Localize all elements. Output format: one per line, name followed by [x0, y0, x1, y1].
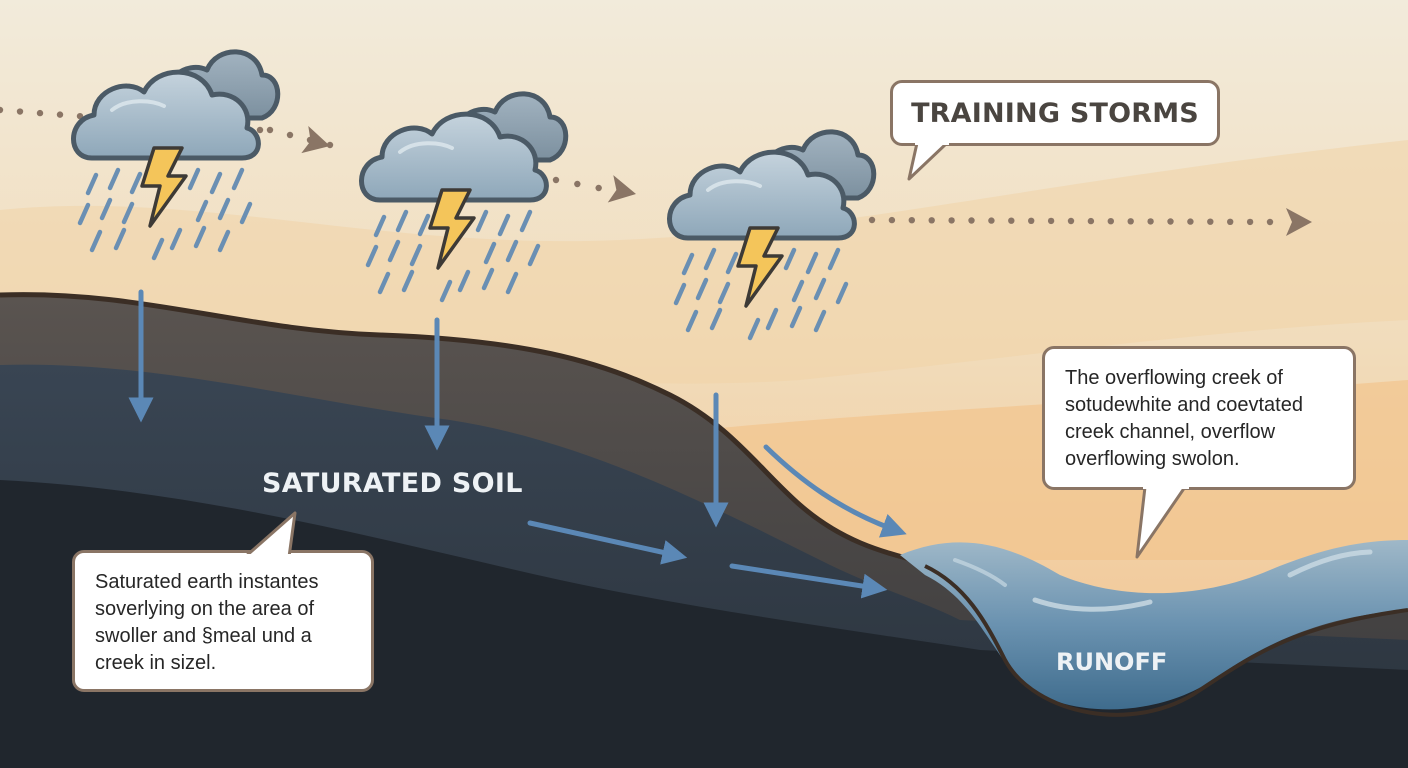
- motion-dot: [1107, 218, 1115, 225]
- motion-dot: [928, 217, 935, 224]
- callout-tail: [1135, 487, 1189, 559]
- runoff-arrow-icon: [763, 444, 907, 538]
- callout-tail: [243, 511, 297, 559]
- motion-dot: [36, 109, 44, 117]
- creek-callout: The overflowing creek of sotudewhite and…: [1042, 346, 1356, 559]
- motion-dot: [16, 108, 24, 115]
- rain-icon: [673, 247, 849, 341]
- motion-arrowhead-icon: [607, 175, 636, 203]
- motion-dot: [1227, 218, 1234, 225]
- storm-cloud-icon: [71, 49, 281, 261]
- motion-dot: [1207, 218, 1214, 225]
- storm-motion-path: [0, 106, 1312, 236]
- motion-dot: [595, 184, 602, 192]
- callout-tail: [907, 143, 949, 181]
- storm-cloud-icon: [359, 91, 569, 303]
- motion-dot: [1187, 218, 1194, 225]
- motion-dot: [1266, 218, 1274, 226]
- motion-dot: [1067, 217, 1075, 225]
- motion-dot: [266, 126, 274, 134]
- rain-icon: [77, 167, 253, 261]
- subsurface-flow-arrow-icon: [729, 563, 888, 599]
- motion-dot: [256, 126, 264, 134]
- motion-dot: [1087, 217, 1095, 225]
- motion-arrowhead-icon: [1286, 208, 1312, 236]
- motion-dot: [908, 217, 915, 224]
- motion-dot: [968, 217, 975, 224]
- creek-water: [900, 540, 1408, 710]
- lightning-icon: [428, 188, 476, 270]
- motion-dot: [1127, 218, 1134, 225]
- storm-group: [71, 49, 877, 341]
- diagram-title: TRAINING STORMS: [911, 97, 1199, 129]
- motion-dot: [552, 176, 560, 184]
- motion-dot: [1246, 218, 1254, 226]
- motion-arrowhead-icon: [301, 126, 330, 154]
- motion-dot: [0, 106, 4, 114]
- soil-callout: Saturated earth instantes soverlying on …: [72, 511, 374, 692]
- saturated-soil-label: SATURATED SOIL: [262, 468, 523, 499]
- runoff-label: RUNOFF: [1056, 648, 1168, 676]
- motion-dot: [948, 217, 955, 224]
- soil-callout-text: Saturated earth instantes soverlying on …: [95, 571, 319, 674]
- ground-surface-line: [0, 292, 926, 566]
- lightning-icon: [140, 146, 188, 228]
- rain-icon: [365, 209, 541, 303]
- storm-cloud-icon: [667, 129, 877, 341]
- motion-dot: [1028, 217, 1035, 224]
- motion-dot: [1008, 217, 1015, 224]
- motion-dot: [888, 216, 896, 224]
- creek-callout-text: The overflowing creek of sotudewhite and…: [1065, 367, 1303, 470]
- title-callout: TRAINING STORMS: [890, 80, 1220, 181]
- motion-dot: [574, 180, 581, 188]
- motion-dot: [56, 111, 64, 118]
- distant-hills: [0, 140, 1408, 384]
- motion-dot: [988, 217, 995, 224]
- motion-dot: [1167, 218, 1174, 225]
- motion-dot: [1047, 217, 1055, 225]
- subsurface-flow-arrow-icon: [527, 520, 688, 565]
- creek-bank-line: [924, 564, 1408, 717]
- water-ripple: [1032, 597, 1153, 612]
- motion-dot: [326, 141, 334, 149]
- motion-dot: [1147, 218, 1154, 225]
- motion-dot: [868, 216, 876, 224]
- lightning-icon: [736, 226, 784, 308]
- motion-dot: [286, 131, 294, 139]
- water-ripple: [1287, 549, 1373, 578]
- water-ripple: [953, 558, 1007, 587]
- water-flow-arrows: [128, 289, 907, 599]
